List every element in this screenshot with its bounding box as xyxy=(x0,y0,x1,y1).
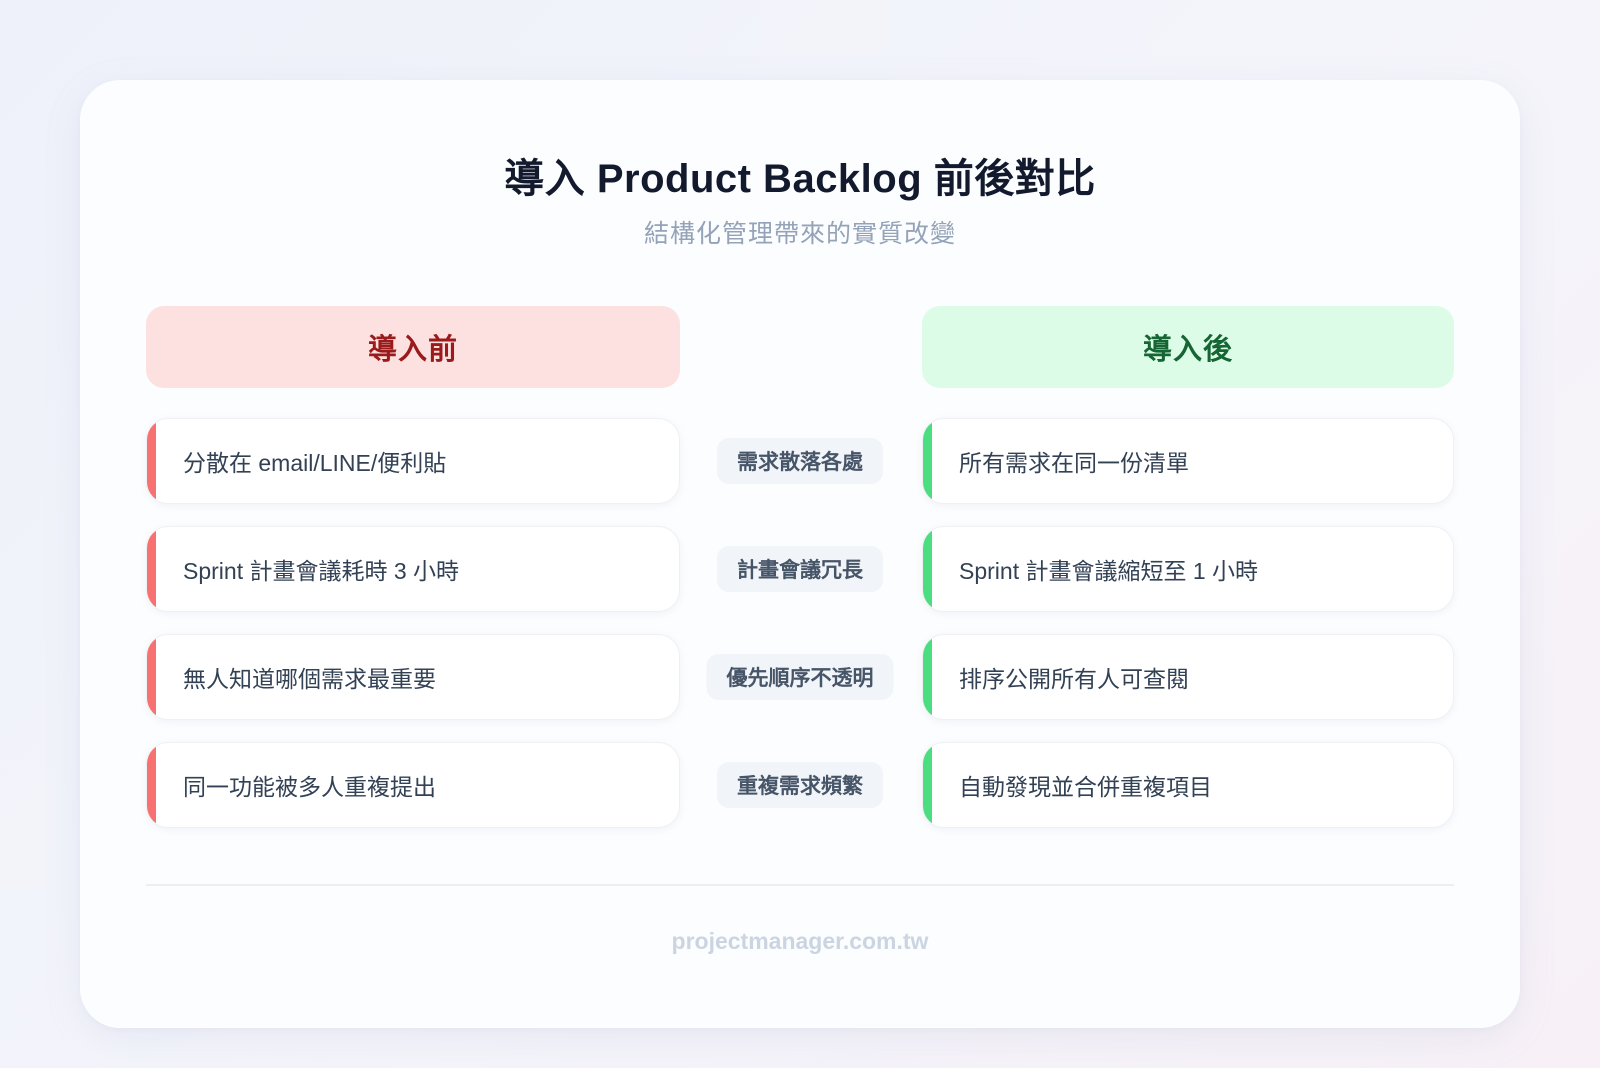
footer-divider xyxy=(146,884,1454,886)
page-subtitle: 結構化管理帶來的實質改變 xyxy=(643,220,956,248)
problem-tag: 計畫會議冗長 xyxy=(717,546,883,592)
after-item-text: 自動發現並合併重複項目 xyxy=(959,774,1212,800)
footer-source: projectmanager.com.tw xyxy=(671,928,929,954)
problem-tag: 重複需求頻繁 xyxy=(717,762,883,808)
column-header-after: 導入後 xyxy=(922,306,1454,388)
problem-tag: 需求散落各處 xyxy=(717,438,883,484)
after-item: 所有需求在同一份清單 xyxy=(922,418,1454,504)
after-item: 自動發現並合併重複項目 xyxy=(922,742,1454,828)
after-item-text: Sprint 計畫會議縮短至 1 小時 xyxy=(959,558,1259,584)
column-header-before: 導入前 xyxy=(146,306,680,388)
before-item: 無人知道哪個需求最重要 xyxy=(146,634,680,720)
after-item-text: 排序公開所有人可查閱 xyxy=(959,666,1189,692)
before-item-text: Sprint 計畫會議耗時 3 小時 xyxy=(183,558,460,584)
before-item-text: 同一功能被多人重複提出 xyxy=(183,774,436,800)
before-item: Sprint 計畫會議耗時 3 小時 xyxy=(146,526,680,612)
before-item: 同一功能被多人重複提出 xyxy=(146,742,680,828)
page-title: 導入 Product Backlog 前後對比 xyxy=(504,157,1096,201)
before-item: 分散在 email/LINE/便利貼 xyxy=(146,418,680,504)
after-item: Sprint 計畫會議縮短至 1 小時 xyxy=(922,526,1454,612)
before-item-text: 分散在 email/LINE/便利貼 xyxy=(183,450,447,476)
after-item-text: 所有需求在同一份清單 xyxy=(959,450,1189,476)
problem-tag: 優先順序不透明 xyxy=(706,654,894,700)
after-item: 排序公開所有人可查閱 xyxy=(922,634,1454,720)
before-item-text: 無人知道哪個需求最重要 xyxy=(183,666,436,692)
